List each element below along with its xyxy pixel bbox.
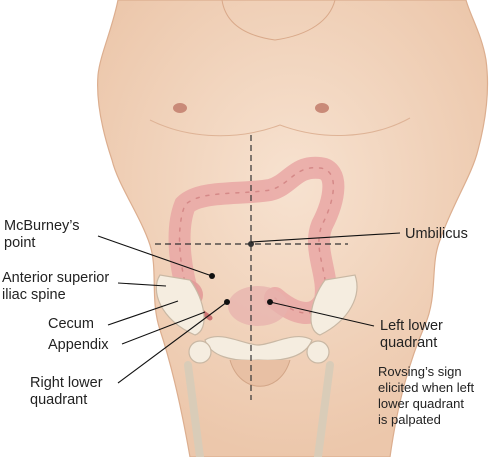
umbilicus-point [248,241,254,247]
label-rovsing: Rovsing’s sign elicited when left lower … [378,364,475,427]
nipple-left [315,103,329,113]
label-mcburney: McBurney’s point [4,218,80,251]
pelvis [155,274,358,364]
label-umbilicus: Umbilicus [405,226,468,242]
leader-lines [97,232,401,384]
chest-line [149,117,411,137]
label-cecum: Cecum [48,316,94,332]
groin-shading [229,359,291,387]
neck-outline [221,0,336,41]
label-appendix: Appendix [48,337,109,353]
label-llq: Left lower quadrant [380,318,443,351]
bladder [228,286,288,326]
thigh-bone-right [184,361,204,457]
label-asis: Anterior superior iliac spine [2,270,110,303]
nipple-right [173,103,187,113]
label-rlq: Right lower quadrant [30,375,103,408]
thigh-bone-left [314,361,334,457]
